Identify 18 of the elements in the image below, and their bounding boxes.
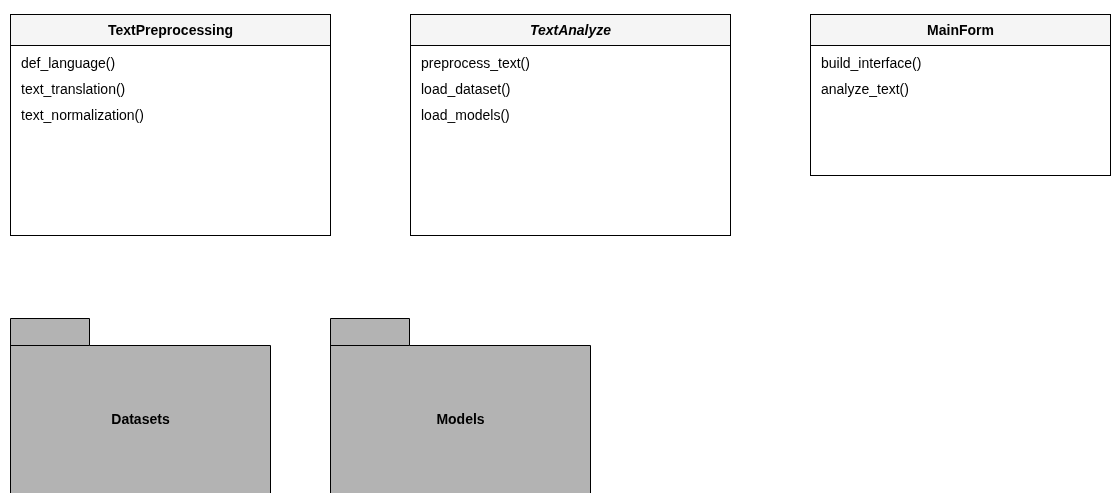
package-name: Models	[436, 411, 485, 427]
class-name: TextPreprocessing	[108, 22, 233, 38]
method-name: load_dataset()	[421, 80, 511, 99]
method-name: analyze_text()	[821, 80, 909, 99]
method-name: text_translation()	[21, 80, 126, 99]
class-name: TextAnalyze	[529, 22, 612, 38]
class-box	[810, 14, 1111, 176]
method-name: text_normalization()	[21, 106, 144, 125]
package-shape	[330, 318, 591, 493]
method-name: preprocess_text()	[421, 54, 530, 73]
method-name: load_models()	[421, 106, 510, 125]
class-box	[410, 14, 731, 236]
class-box	[10, 14, 331, 236]
method-name: def_language()	[21, 54, 116, 73]
class-name: MainForm	[927, 22, 994, 38]
package-name: Datasets	[111, 411, 170, 427]
package-shape	[10, 318, 271, 493]
method-name: build_interface()	[821, 54, 922, 73]
